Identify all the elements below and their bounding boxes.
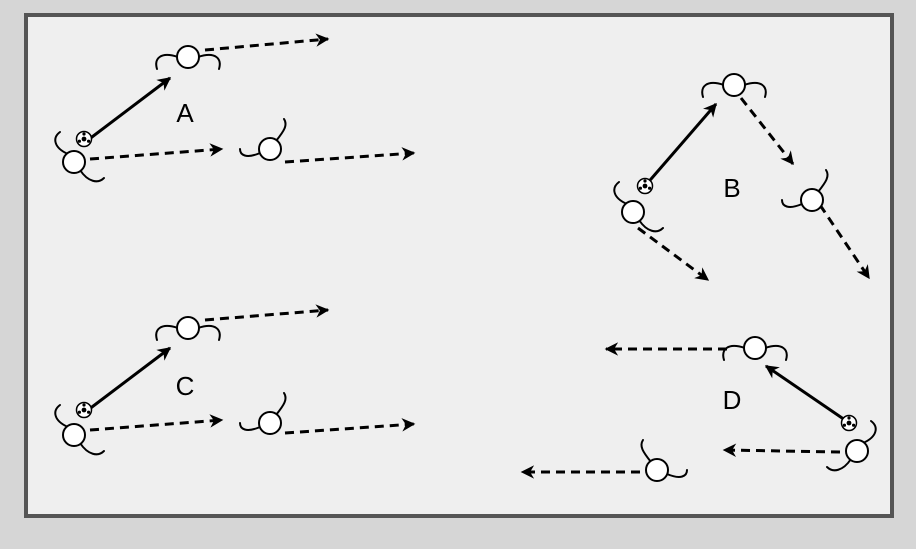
run-arrow xyxy=(722,443,841,457)
drill-d: D xyxy=(520,336,877,482)
soccer-ball-icon xyxy=(840,414,858,432)
player-icon xyxy=(781,169,829,212)
drill-c: C xyxy=(54,304,416,456)
player-icon xyxy=(54,404,105,456)
drill-label: D xyxy=(723,385,742,415)
run-arrow xyxy=(284,147,416,164)
pass-arrow xyxy=(764,364,846,422)
run-arrow xyxy=(89,143,224,161)
pass-arrow xyxy=(643,102,718,187)
player-icon xyxy=(155,316,221,341)
drill-label: B xyxy=(723,173,740,203)
drill-label: A xyxy=(176,98,194,128)
run-arrow xyxy=(89,414,224,432)
soccer-ball-icon xyxy=(75,130,93,148)
player-icon xyxy=(239,392,287,435)
run-arrow xyxy=(204,33,330,52)
drill-b: B xyxy=(613,73,871,282)
player-icon xyxy=(239,118,287,161)
pass-arrow xyxy=(87,76,172,142)
soccer-ball-icon xyxy=(75,401,93,419)
player-icon xyxy=(613,181,664,233)
field xyxy=(24,13,894,518)
soccer-ball-icon xyxy=(636,177,654,195)
run-arrow xyxy=(284,418,416,435)
drill-a: A xyxy=(54,33,416,183)
player-icon xyxy=(640,439,688,482)
pass-arrow xyxy=(87,346,172,412)
player-icon xyxy=(155,45,221,70)
drill-label: C xyxy=(176,371,195,401)
player-icon xyxy=(722,336,788,361)
run-arrow xyxy=(204,304,330,322)
player-icon xyxy=(701,73,767,98)
player-icon xyxy=(54,131,105,183)
player-icon xyxy=(826,420,877,472)
